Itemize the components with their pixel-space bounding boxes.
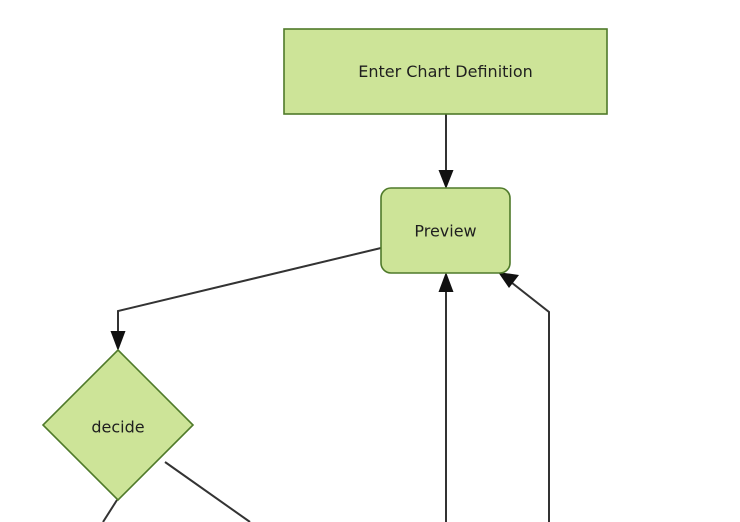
node-enter-chart-definition-label: Enter Chart Definition [358, 62, 533, 81]
edge-offscreen-center-to-preview-arrowhead [438, 272, 454, 292]
edge-enter-to-preview[interactable] [438, 114, 454, 189]
edge-preview-to-decide[interactable] [110, 247, 382, 351]
edge-enter-to-preview-arrowhead [438, 170, 454, 189]
node-enter-chart-definition[interactable]: Enter Chart Definition [283, 28, 608, 115]
node-decide-label: decide [91, 418, 144, 437]
node-preview[interactable]: Preview [380, 187, 511, 274]
edge-decide-right-out[interactable] [164, 461, 251, 522]
edge-decide-left-out-line [102, 499, 118, 522]
edge-offscreen-right-to-preview[interactable] [498, 272, 550, 522]
node-preview-shape [380, 187, 511, 274]
edge-offscreen-right-to-preview-arrowhead [498, 272, 519, 288]
edge-layer [102, 114, 550, 522]
edge-preview-to-decide-arrowhead [110, 331, 126, 351]
edge-preview-to-decide-line [117, 247, 382, 340]
node-decide[interactable]: decide [41, 348, 195, 502]
edge-offscreen-center-to-preview[interactable] [438, 272, 454, 522]
node-preview-label: Preview [414, 222, 476, 241]
edge-decide-right-out-line [164, 461, 251, 522]
node-enter-chart-definition-shape [283, 28, 608, 115]
node-layer: Enter Chart Definition Preview decide [41, 28, 608, 502]
node-decide-shape [41, 348, 195, 502]
edge-decide-left-out[interactable] [102, 499, 118, 522]
edge-offscreen-right-to-preview-line [506, 278, 550, 522]
